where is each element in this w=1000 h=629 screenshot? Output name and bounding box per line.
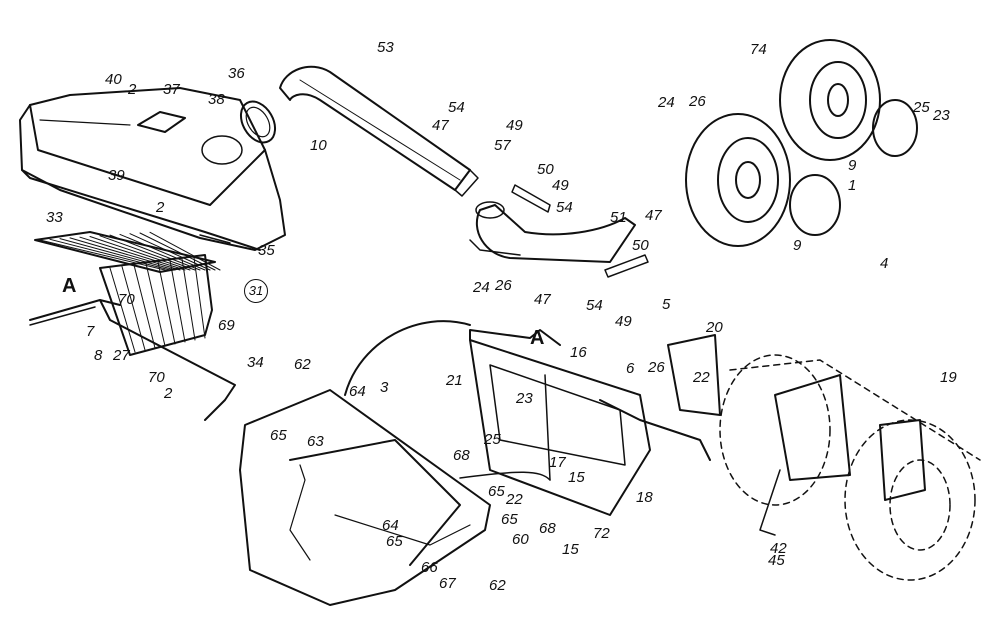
part-callout-64: 64 — [349, 383, 366, 400]
side-brackets — [667, 334, 926, 536]
rear-wheel — [779, 39, 918, 161]
part-callout-2: 2 — [164, 385, 173, 402]
collection-bag — [239, 389, 551, 606]
part-callout-2: 2 — [156, 199, 165, 216]
part-callout-69: 69 — [218, 317, 235, 334]
part-callout-49: 49 — [506, 117, 523, 134]
part-callout-50: 50 — [537, 161, 554, 178]
part-callout-62: 62 — [489, 577, 506, 594]
part-callout-65: 65 — [270, 427, 287, 444]
part-callout-57: 57 — [494, 137, 511, 154]
part-callout-24: 24 — [658, 94, 675, 111]
part-callout-5: 5 — [662, 296, 671, 313]
part-callout-25: 25 — [484, 431, 501, 448]
part-callout-23: 23 — [933, 107, 950, 124]
part-callout-31: 31 — [244, 279, 268, 303]
part-callout-A: A — [530, 327, 545, 349]
part-callout-60: 60 — [512, 531, 529, 548]
part-callout-16: 16 — [570, 344, 587, 361]
hook-arc — [344, 320, 471, 396]
part-callout-34: 34 — [247, 354, 264, 371]
mounting-straps — [511, 184, 649, 278]
part-callout-26: 26 — [495, 277, 512, 294]
part-callout-4: 4 — [880, 255, 889, 272]
part-callout-35: 35 — [258, 242, 275, 259]
part-callout-38: 38 — [208, 91, 225, 108]
part-callout-22: 22 — [693, 369, 710, 386]
part-callout-8: 8 — [94, 347, 103, 364]
support-rod — [29, 299, 236, 421]
part-callout-54: 54 — [556, 199, 573, 216]
part-callout-39: 39 — [108, 167, 125, 184]
part-callout-21: 21 — [446, 372, 463, 389]
part-callout-26: 26 — [648, 359, 665, 376]
tractor-outline — [719, 354, 981, 581]
part-callout-9: 9 — [793, 237, 802, 254]
mounting-frame — [469, 329, 711, 516]
part-callout-36: 36 — [228, 65, 245, 82]
part-callout-2: 2 — [128, 81, 137, 98]
part-callout-6: 6 — [626, 360, 635, 377]
part-callout-33: 33 — [46, 209, 63, 226]
part-callout-64: 64 — [382, 517, 399, 534]
part-callout-70: 70 — [148, 369, 165, 386]
part-callout-47: 47 — [534, 291, 551, 308]
front-wheel — [685, 113, 841, 247]
part-callout-40: 40 — [105, 71, 122, 88]
part-callout-68: 68 — [453, 447, 470, 464]
part-callout-54: 54 — [586, 297, 603, 314]
part-callout-A: A — [62, 275, 77, 297]
chute-adapter — [469, 201, 636, 263]
part-callout-65: 65 — [386, 533, 403, 550]
part-callout-65: 65 — [501, 511, 518, 528]
part-callout-19: 19 — [940, 369, 957, 386]
mesh-screen — [34, 231, 221, 273]
clamp-ring — [239, 100, 277, 144]
part-callout-68: 68 — [539, 520, 556, 537]
part-callout-70: 70 — [118, 291, 135, 308]
part-callout-47: 47 — [645, 207, 662, 224]
part-callout-72: 72 — [593, 525, 610, 542]
part-callout-37: 37 — [163, 81, 180, 98]
discharge-chute — [279, 65, 479, 197]
part-callout-62: 62 — [294, 356, 311, 373]
part-callout-7: 7 — [86, 323, 95, 340]
part-callout-23: 23 — [516, 390, 533, 407]
part-callout-42: 42 — [770, 540, 787, 557]
part-callout-3: 3 — [380, 379, 389, 396]
part-callout-17: 17 — [549, 454, 566, 471]
part-callout-45: 45 — [768, 552, 785, 569]
part-callout-54: 54 — [448, 99, 465, 116]
part-callout-67: 67 — [439, 575, 456, 592]
part-callout-15: 15 — [568, 469, 585, 486]
part-callout-22: 22 — [506, 491, 523, 508]
part-callout-47: 47 — [432, 117, 449, 134]
part-callout-74: 74 — [750, 41, 767, 58]
part-callout-10: 10 — [310, 137, 327, 154]
part-callout-1: 1 — [848, 177, 857, 194]
part-callout-24: 24 — [473, 279, 490, 296]
part-callout-20: 20 — [706, 319, 723, 336]
part-callout-50: 50 — [632, 237, 649, 254]
part-callout-18: 18 — [636, 489, 653, 506]
part-callout-63: 63 — [307, 433, 324, 450]
part-callout-26: 26 — [689, 93, 706, 110]
catcher-grid-box — [99, 254, 213, 356]
part-callout-27: 27 — [113, 347, 130, 364]
part-callout-15: 15 — [562, 541, 579, 558]
part-callout-66: 66 — [421, 559, 438, 576]
part-callout-49: 49 — [615, 313, 632, 330]
part-callout-49: 49 — [552, 177, 569, 194]
part-callout-9: 9 — [848, 157, 857, 174]
part-callout-51: 51 — [610, 209, 627, 226]
part-callout-25: 25 — [913, 99, 930, 116]
grass-catcher-hood — [19, 87, 286, 251]
part-callout-65: 65 — [488, 483, 505, 500]
part-callout-53: 53 — [377, 39, 394, 56]
